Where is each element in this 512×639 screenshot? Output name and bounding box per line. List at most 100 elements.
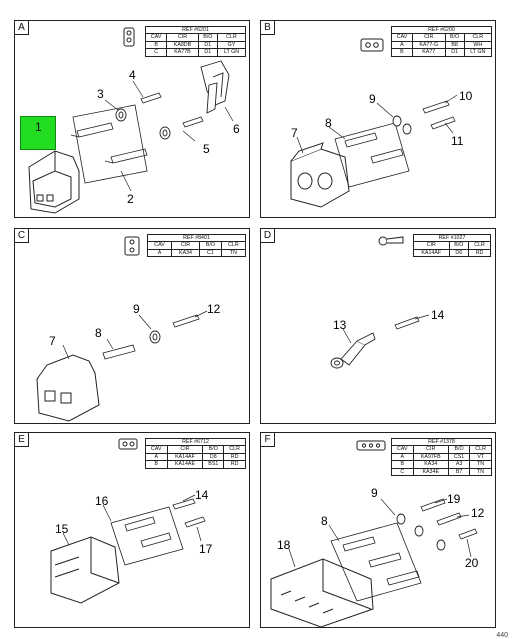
cell: D8 [202, 452, 225, 462]
seals [115, 108, 171, 140]
leader-lines [342, 314, 430, 344]
col-header: CIR [170, 241, 201, 250]
terminal-bracket [72, 104, 148, 184]
table-row: A KA97FB CS1 VT [391, 452, 492, 462]
ring-terminal-icon [378, 236, 404, 246]
terminal-bracket [110, 506, 184, 566]
cell: B [144, 40, 168, 50]
cell: LT GN [463, 48, 493, 57]
ref-number: REF #6201 [145, 25, 246, 35]
table-row: B KA77 D1 LT GN [391, 48, 493, 57]
col-header: CAV [144, 33, 168, 42]
callout-15: 15 [55, 522, 69, 536]
callout-12: 12 [207, 302, 221, 316]
cell: D1 [197, 48, 218, 57]
cell: B7 [447, 467, 471, 477]
connector-housing [50, 536, 120, 604]
terminal [102, 344, 136, 360]
cell: A3 [447, 460, 471, 469]
ref-number: REF #8401 [147, 233, 246, 243]
callout-5: 5 [203, 142, 210, 156]
callout-12: 12 [471, 506, 485, 520]
col-header: B/O [202, 445, 225, 454]
ref-table-b: REF #6200 CAV CIR B/O CLR A KA77-G B8 WH… [391, 25, 493, 57]
connector-face-icon [360, 38, 384, 52]
panel-e-drawing: 16 14 17 15 [50, 438, 213, 604]
highlight-tag[interactable]: 1 [20, 116, 56, 150]
seal [149, 330, 161, 344]
cell: TN [469, 467, 492, 477]
callout-9: 9 [371, 486, 378, 500]
callout-18: 18 [277, 538, 291, 552]
callout-13: 13 [333, 318, 347, 332]
panel-letter-b: B [260, 20, 275, 35]
terminals [70, 122, 148, 164]
cell: KA14AE [166, 460, 204, 469]
cell: WH [463, 40, 493, 50]
ring-terminal [330, 332, 376, 369]
cell: RD [223, 460, 246, 469]
leader-lines [104, 80, 234, 192]
ref-table-d: REF #1027 CIR B/O CLR KA14AF D6 RD [413, 233, 491, 258]
table-row: B KA14AE BS1 RD [145, 460, 246, 469]
pins [422, 100, 456, 130]
callout-11: 11 [451, 134, 464, 148]
panel-letter-d: D [260, 228, 275, 243]
col-header: CLR [468, 241, 491, 250]
cell: KA14AF [413, 248, 450, 258]
callout-8: 8 [95, 326, 102, 340]
callout-20: 20 [465, 556, 479, 570]
pins [140, 92, 204, 128]
panel-letter-f: F [260, 432, 275, 447]
panel-b-drawing: 9 10 11 8 7 [290, 38, 473, 208]
panel-d-drawing: 13 14 [330, 236, 445, 369]
col-header: CIR [166, 445, 204, 454]
cell: GY [216, 40, 247, 50]
cell: VT [469, 452, 492, 462]
cell: TN [469, 460, 492, 469]
ref-table-f: REF #1378 CAV CIR B/O CLR A KA97FB CS1 V… [391, 437, 492, 477]
page-footer-code: 440 [496, 632, 508, 639]
panel-letter-e: E [14, 432, 29, 447]
leader-lines [62, 494, 202, 546]
connector-housing [290, 142, 350, 208]
cell: BS1 [202, 460, 225, 469]
callout-7: 7 [291, 126, 298, 140]
seals [396, 513, 446, 551]
col-header: CLR [469, 445, 492, 454]
panel-a-drawing: 3 4 5 2 6 [28, 27, 240, 214]
cell: TN [220, 248, 247, 258]
callout-1: 1 [35, 120, 42, 134]
callout-6: 6 [233, 122, 240, 136]
panel-e: E REF #6712 CAV CIR B/O CLR A KA14AF D8 … [14, 432, 250, 628]
table-row: C KA34E B7 TN [391, 467, 492, 477]
col-header: CLR [223, 445, 246, 454]
table-row: C KA77B D1 LT GN [144, 48, 247, 57]
callout-7: 7 [49, 334, 56, 348]
terminals [344, 132, 404, 164]
cell: KA14AF [166, 452, 204, 462]
panel-f-drawing: 9 19 12 20 8 18 [270, 440, 485, 628]
ref-number: REF #1027 [413, 233, 491, 243]
callout-8: 8 [325, 116, 332, 130]
connector-face-icon [124, 236, 140, 256]
callout-8: 8 [321, 514, 328, 528]
ref-number: REF #6712 [145, 437, 246, 447]
col-header: B/O [447, 445, 471, 454]
table-row: KA14AF D6 RD [413, 248, 491, 258]
cell: KA77-G [411, 40, 446, 50]
terminals [342, 536, 420, 586]
table-row: A KA14AF D8 RD [145, 452, 246, 462]
callout-19: 19 [447, 492, 461, 506]
table-row: A KA34 C1 TN [147, 248, 247, 258]
table-row: B KA8DB D1 GY [144, 40, 247, 50]
callout-10: 10 [459, 89, 473, 103]
connector-face-icon [118, 438, 138, 450]
col-header: B/O [197, 33, 218, 42]
col-header: CLR [463, 33, 493, 42]
leader-lines [288, 498, 472, 568]
cell: LT GN [216, 48, 247, 57]
terminals [124, 516, 172, 548]
leader-lines [296, 94, 458, 154]
